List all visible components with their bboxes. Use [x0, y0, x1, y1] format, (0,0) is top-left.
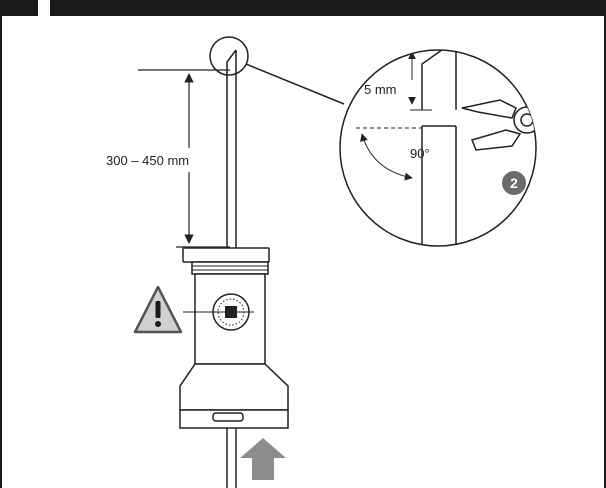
up-arrow-icon — [240, 438, 286, 480]
detail-view — [339, 49, 537, 247]
step-badge-number: 2 — [510, 175, 518, 191]
pipe — [226, 49, 237, 488]
step-badge: 2 — [502, 171, 526, 195]
length-dimension-label: 300 – 450 mm — [106, 153, 189, 168]
cut-height-label: 5 mm — [364, 82, 397, 97]
gauge-dial — [183, 293, 254, 331]
device — [179, 247, 289, 429]
angle-label: 90° — [410, 146, 430, 161]
detail-callout — [209, 36, 345, 105]
warning-triangle-icon — [133, 285, 183, 334]
length-dimension — [138, 69, 230, 248]
